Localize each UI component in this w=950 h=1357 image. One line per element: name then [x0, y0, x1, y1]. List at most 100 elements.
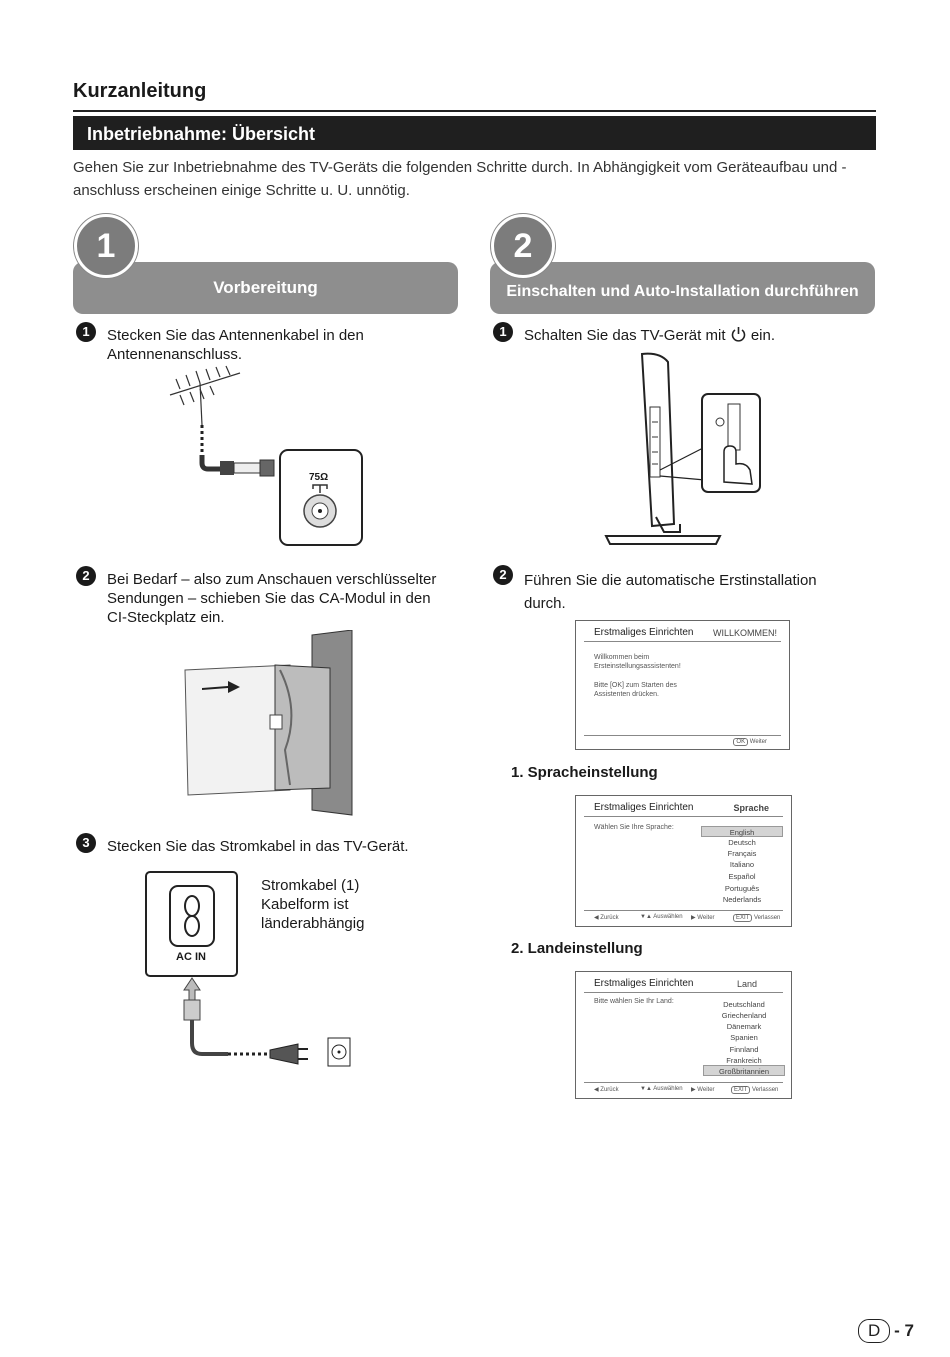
step1-item2-text: Bei Bedarf – also zum Anschauen verschlü… — [107, 571, 437, 626]
country-screen: Erstmaliges Einrichten Land Bitte wählen… — [575, 971, 792, 1099]
language-option[interactable]: English — [701, 826, 783, 837]
welcome-line1: Willkommen beim — [594, 654, 650, 661]
language-option[interactable]: Español — [728, 872, 756, 881]
exit-label: Verlassen — [754, 915, 781, 921]
welcome-footer-divider — [584, 735, 781, 736]
step1-number-badge: 1 — [74, 214, 138, 278]
language-next-hint: ▶ Weiter — [691, 914, 715, 921]
country-option[interactable]: Griechenland — [721, 1011, 767, 1020]
step1-item1-text: Stecken Sie das Antennenkabel in den Ant… — [107, 327, 364, 363]
country-select-hint: ▼▲ Auswählen — [640, 1086, 683, 1092]
country-back-hint: ◀ Zurück — [594, 1086, 619, 1093]
language-option[interactable]: Français — [727, 849, 757, 858]
exit-key-icon: EXIT — [733, 914, 753, 922]
ok-key-icon: OK — [733, 738, 749, 746]
country-screen-title: Erstmaliges Einrichten — [594, 978, 694, 989]
language-exit-hint: EXIT Verlassen — [733, 914, 780, 922]
power-cable-illustration — [145, 871, 351, 1067]
up-down-arrows-icon: ▼▲ — [640, 914, 652, 920]
step2-banner: Einschalten und Auto-Installation durchf… — [490, 262, 875, 314]
antenna-impedance-label: 75Ω — [309, 472, 329, 483]
step2-number-badge: 2 — [491, 214, 555, 278]
language-heading: 1. Spracheinstellung — [511, 764, 658, 781]
country-option[interactable]: Frankreich — [726, 1056, 762, 1065]
country-option[interactable]: Finnland — [729, 1045, 759, 1054]
power-caption-line3: länderabhängig — [261, 915, 365, 932]
title-divider — [73, 110, 876, 112]
power-caption-line1: Stromkabel (1) — [261, 877, 360, 894]
language-option[interactable]: Italiano — [729, 860, 755, 869]
country-prompt: Bitte wählen Sie Ihr Land: — [594, 998, 674, 1005]
step1-item2-marker: 2 — [76, 566, 96, 586]
step2-item1-text-before: Schalten Sie das TV-Gerät mit — [524, 327, 726, 344]
next-label: Weiter — [697, 915, 715, 921]
country-option[interactable]: Spanien — [730, 1033, 758, 1042]
welcome-line4: Assistenten drücken. — [594, 691, 659, 698]
country-option[interactable]: Großbritannien — [703, 1065, 785, 1076]
power-caption: Stromkabel (1) Kabelform ist länderabhän… — [261, 876, 364, 933]
language-back-hint: ◀ Zurück — [594, 914, 619, 921]
power-icon — [730, 326, 747, 348]
step2-item1-text-after: ein. — [750, 327, 776, 344]
language-screen-title: Erstmaliges Einrichten — [594, 802, 694, 813]
power-caption-line2: Kabelform ist — [261, 896, 349, 913]
step1-banner: Vorbereitung — [73, 262, 458, 314]
step1-item3-text: Stecken Sie das Stromkabel in das TV-Ger… — [107, 838, 409, 855]
country-heading: 2. Landeinstellung — [511, 940, 643, 957]
welcome-line2: Ersteinstellungsassistenten! — [594, 663, 681, 670]
welcome-screen-heading: WILLKOMMEN! — [712, 628, 777, 638]
page-number: D- 7 — [858, 1319, 914, 1343]
welcome-screen-divider — [584, 641, 781, 642]
left-arrow-icon: ◀ — [594, 915, 599, 921]
next-label: Weiter — [697, 1087, 715, 1093]
language-option[interactable]: Nederlands — [722, 895, 762, 904]
select-label: Auswählen — [653, 914, 683, 920]
page-title: Kurzanleitung — [73, 80, 207, 102]
intro-paragraph: Gehen Sie zur Inbetriebnahme des TV-Gerä… — [73, 159, 847, 199]
country-option[interactable]: Dänemark — [726, 1022, 762, 1031]
welcome-screen-title: Erstmaliges Einrichten — [594, 627, 694, 638]
ok-hint-label: Weiter — [749, 739, 767, 745]
step1-item3-marker: 3 — [76, 833, 96, 853]
right-arrow-icon: ▶ — [691, 1087, 696, 1093]
step2-item1-marker: 1 — [493, 322, 513, 342]
language-screen-divider — [584, 816, 783, 817]
left-arrow-icon: ◀ — [594, 1087, 599, 1093]
ac-in-label: AC IN — [176, 951, 206, 963]
step2-item2-marker: 2 — [493, 565, 513, 585]
country-footer-divider — [584, 1082, 783, 1083]
welcome-line3: Bitte [OK] zum Starten des — [594, 682, 677, 689]
step1-item1-marker: 1 — [76, 322, 96, 342]
country-screen-heading: Land — [736, 979, 757, 989]
step1-title: Vorbereitung — [213, 278, 318, 297]
tv-power-illustration — [604, 352, 761, 545]
country-exit-hint: EXIT Verlassen — [731, 1086, 778, 1094]
step2-item1-text: Schalten Sie das TV-Gerät mit ein. — [524, 326, 775, 348]
country-screen-divider — [584, 992, 783, 993]
step2-item2-text: Führen Sie die automatische Erstinstalla… — [524, 572, 817, 612]
antenna-connection-illustration — [169, 365, 363, 546]
language-screen: Erstmaliges Einrichten Sprache Wählen Si… — [575, 795, 792, 927]
right-arrow-icon: ▶ — [691, 915, 696, 921]
language-option[interactable]: Deutsch — [728, 838, 756, 847]
country-option[interactable]: Deutschland — [723, 1000, 765, 1009]
language-badge: D — [858, 1319, 891, 1343]
select-label: Auswählen — [653, 1086, 683, 1092]
ca-module-illustration — [184, 630, 353, 816]
back-label: Zurück — [600, 915, 619, 921]
language-select-hint: ▼▲ Auswählen — [640, 914, 683, 920]
language-screen-heading: Sprache — [733, 803, 769, 813]
language-option[interactable]: Português — [724, 884, 760, 893]
step2-title: Einschalten und Auto-Installation durchf… — [506, 283, 859, 300]
exit-key-icon: EXIT — [731, 1086, 751, 1094]
section-heading: Inbetriebnahme: Übersicht — [73, 116, 876, 150]
welcome-screen: Erstmaliges Einrichten WILLKOMMEN! Willk… — [575, 620, 790, 750]
language-prompt: Wählen Sie Ihre Sprache: — [594, 824, 674, 831]
country-next-hint: ▶ Weiter — [691, 1086, 715, 1093]
back-label: Zurück — [600, 1087, 619, 1093]
up-down-arrows-icon: ▼▲ — [640, 1086, 652, 1092]
welcome-ok-hint: OK Weiter — [733, 738, 767, 746]
exit-label: Verlassen — [752, 1087, 779, 1093]
page-number-text: - 7 — [894, 1321, 914, 1340]
language-footer-divider — [584, 910, 783, 911]
